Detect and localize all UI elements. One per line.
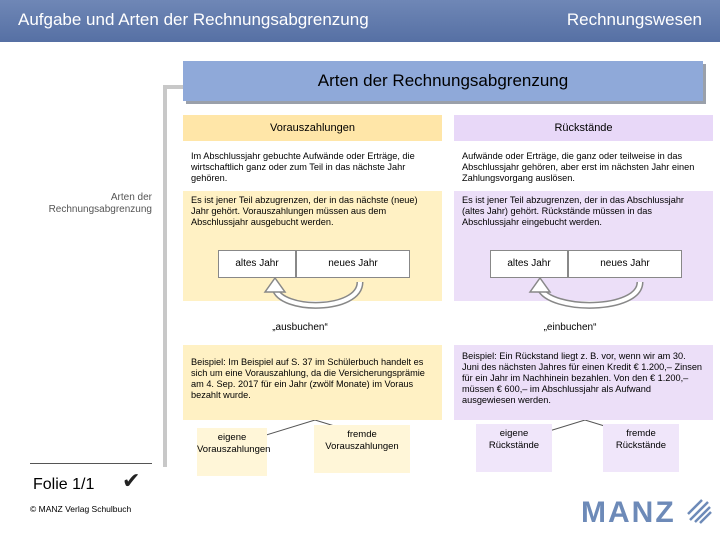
right-example-panel: Beispiel: Ein Rückstand liegt z. B. vor,… xyxy=(454,345,713,420)
manz-logo: MANZ xyxy=(581,496,712,530)
page-title: Aufgabe und Arten der Rechnungsabgrenzun… xyxy=(18,10,369,29)
right-definition: Aufwände oder Erträge, die ganz oder tei… xyxy=(462,151,695,183)
right-curved-arrow-icon xyxy=(528,278,644,309)
banner-title: Arten der Rechnungsabgrenzung xyxy=(317,71,569,90)
header-vorauszahlungen: Vorauszahlungen xyxy=(183,115,442,141)
left-arrow-label: „ausbuchen“ xyxy=(272,322,328,333)
sidebar-label-line2: Rechnungsabgrenzung xyxy=(48,204,152,215)
left-box-old-year: altes Jahr xyxy=(218,250,296,278)
left-example-panel: Beispiel: Im Beispiel auf S. 37 im Schül… xyxy=(183,345,442,420)
left-rule-text: Es ist jener Teil abzugrenzen, der in da… xyxy=(191,195,418,227)
topic-banner: Arten der Rechnungsabgrenzung xyxy=(183,61,703,101)
right-box-old-year: altes Jahr xyxy=(490,250,568,278)
left-curved-arrow-icon xyxy=(263,278,364,309)
left-definition: Im Abschlussjahr gebuchte Aufwände oder … xyxy=(191,151,415,183)
header-vorauszahlungen-label: Vorauszahlungen xyxy=(269,122,355,134)
right-sub-eigene: eigene Rückstände xyxy=(476,424,552,472)
sidebar-topic-label[interactable]: Arten der Rechnungsabgrenzung xyxy=(30,192,152,216)
left-box-new-year: neues Jahr xyxy=(296,250,410,278)
slide-number: Folie 1/1 xyxy=(33,476,95,493)
header-rueckstaende: Rückstände xyxy=(454,115,713,141)
right-rule-text: Es ist jener Teil abzugrenzen, der in da… xyxy=(462,195,684,227)
left-sub-eigene: eigene Vorauszahlungen xyxy=(197,428,270,476)
logo-stripes-icon xyxy=(687,499,712,524)
footer-divider xyxy=(30,463,152,464)
title-bar: Aufgabe und Arten der Rechnungsabgrenzun… xyxy=(0,0,720,42)
right-rule-panel: Es ist jener Teil abzugrenzen, der in da… xyxy=(454,191,713,301)
left-example-text: Beispiel: Im Beispiel auf S. 37 im Schül… xyxy=(191,357,425,400)
header-rueckstaende-label: Rückstände xyxy=(554,122,613,134)
right-sub-fremde: fremde Rückstände xyxy=(603,424,679,472)
right-example-text: Beispiel: Ein Rückstand liegt z. B. vor,… xyxy=(462,351,703,405)
checkmark-icon: ✔ xyxy=(122,468,141,493)
copyright-text: © MANZ Verlag Schulbuch xyxy=(30,504,132,514)
connector-horizontal xyxy=(163,85,183,89)
manz-logo-text: MANZ xyxy=(581,496,676,529)
left-rule-panel: Es ist jener Teil abzugrenzen, der in da… xyxy=(183,191,442,301)
section-title: Rechnungswesen xyxy=(566,10,702,29)
right-arrow-label: „einbuchen“ xyxy=(543,322,597,333)
connector-vertical xyxy=(163,85,167,467)
right-box-new-year: neues Jahr xyxy=(568,250,682,278)
sidebar-label-line1: Arten der xyxy=(110,192,152,203)
left-sub-fremde: fremde Vorauszahlungen xyxy=(314,425,410,473)
